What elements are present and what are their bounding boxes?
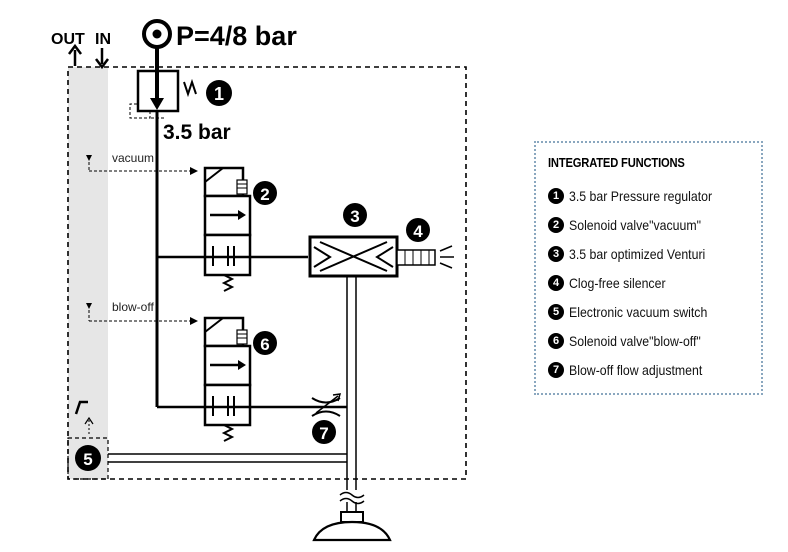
svg-text:5: 5 (83, 450, 92, 469)
badge-2: 2 (253, 181, 277, 205)
svg-text:6: 6 (260, 335, 269, 354)
legend-panel: INTEGRATED FUNCTIONS 1 3.5 bar Pressure … (534, 141, 763, 395)
legend-item: 1 3.5 bar Pressure regulator (548, 186, 732, 206)
line-break-icon (339, 491, 365, 505)
solenoid-valve-blowoff (203, 316, 252, 442)
legend-item: 3 3.5 bar optimized Venturi (548, 244, 724, 264)
in-label: IN (95, 31, 111, 48)
blowoff-label: blow-off (112, 300, 154, 314)
vacuum-label: vacuum (112, 151, 154, 165)
silencer (396, 245, 454, 269)
badge-4: 4 (406, 218, 430, 242)
svg-text:1: 1 (214, 84, 224, 104)
svg-text:3: 3 (350, 207, 359, 226)
legend-text: 3.5 bar Pressure regulator (569, 188, 713, 204)
legend-text: 3.5 bar optimized Venturi (569, 246, 706, 262)
legend-text: Clog-free silencer (569, 275, 666, 291)
regulated-pressure-label: 3.5 bar (163, 121, 231, 144)
legend-number: 4 (548, 275, 564, 291)
legend-item: 2 Solenoid valve"vacuum" (548, 215, 719, 235)
venturi (308, 235, 399, 278)
badge-6: 6 (253, 331, 277, 355)
supply-pressure-label: P=4/8 bar (176, 21, 297, 51)
badge-3: 3 (343, 203, 367, 227)
suction-cup-icon (312, 511, 392, 542)
supply-port-icon (142, 19, 172, 49)
legend-text: Solenoid valve"vacuum" (569, 217, 702, 233)
legend-text: Solenoid valve"blow-off" (569, 333, 701, 349)
out-arrow-icon (68, 43, 82, 66)
svg-text:2: 2 (260, 185, 269, 204)
legend-item: 7 Blow-off flow adjustment (548, 360, 720, 380)
legend-item: 4 Clog-free silencer (548, 273, 679, 293)
pressure-regulator (129, 69, 197, 119)
legend-item: 6 Solenoid valve"blow-off" (548, 331, 719, 351)
blowoff-pilot-line (86, 303, 198, 325)
svg-text:7: 7 (319, 424, 328, 443)
in-arrow-icon (95, 48, 109, 70)
switch-enclosure (67, 437, 109, 480)
legend-number: 3 (548, 246, 564, 262)
vacuum-pilot-line (86, 155, 198, 175)
legend-number: 6 (548, 333, 564, 349)
solenoid-valve-vacuum (203, 166, 252, 292)
module-enclosure (67, 66, 467, 480)
legend-number: 7 (548, 362, 564, 378)
legend-number: 5 (548, 304, 564, 320)
badge-7: 7 (312, 420, 336, 444)
legend-text: Blow-off flow adjustment (569, 362, 703, 378)
module-panel (68, 67, 108, 479)
svg-text:4: 4 (413, 222, 423, 241)
legend-item: 5 Electronic vacuum switch (548, 302, 726, 322)
legend-text: Electronic vacuum switch (569, 304, 708, 320)
legend-number: 2 (548, 217, 564, 233)
badge-5: 5 (75, 445, 101, 471)
out-label: OUT (51, 31, 85, 48)
vacuum-switch-sensor-icon (74, 400, 94, 436)
legend-number: 1 (548, 188, 564, 204)
flow-adjustment-icon (311, 393, 342, 417)
legend-title: INTEGRATED FUNCTIONS (548, 155, 685, 170)
badge-1: 1 (206, 80, 232, 106)
